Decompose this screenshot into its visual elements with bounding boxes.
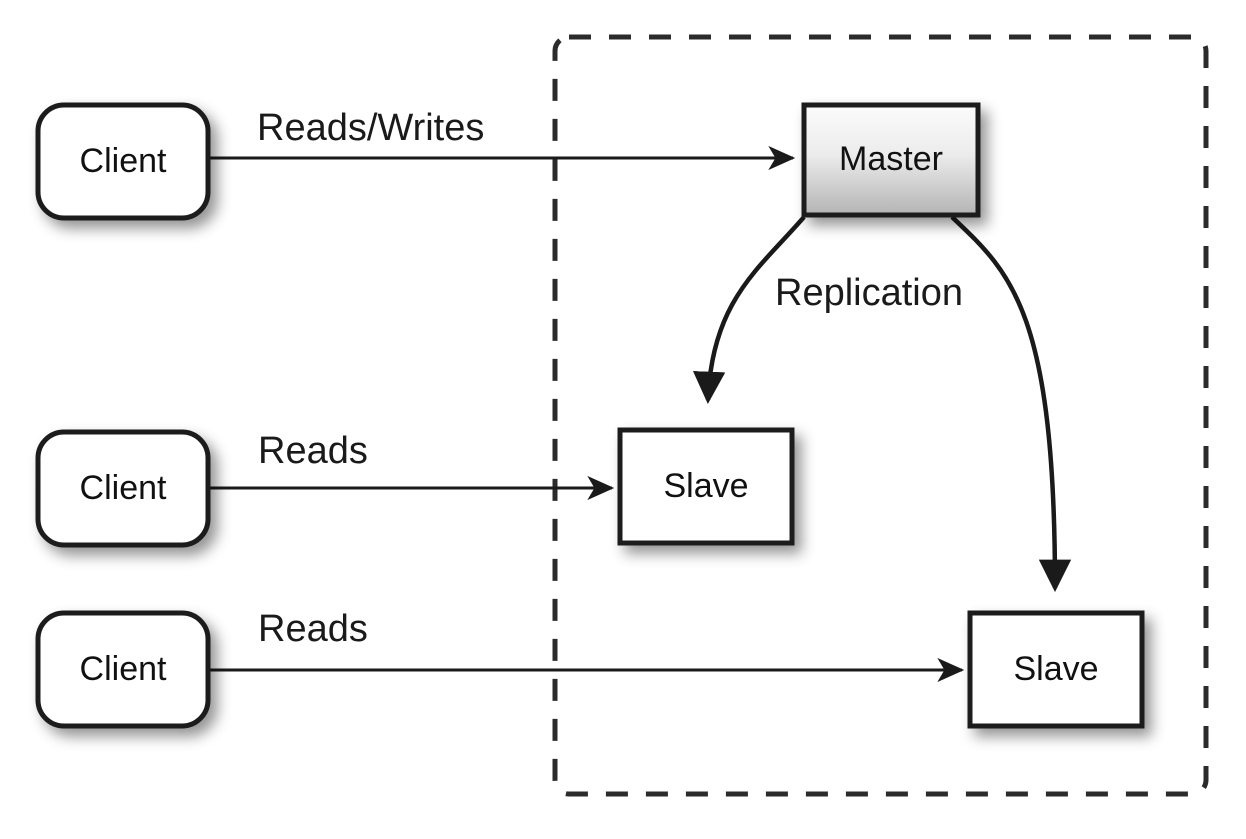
node-slave-2[interactable]: Slave	[967, 610, 1145, 729]
master-box	[801, 102, 981, 218]
slave-2-box	[967, 610, 1145, 729]
client-3-label: Client	[80, 650, 167, 688]
node-master[interactable]: Master	[801, 102, 981, 218]
client-3-box	[35, 610, 211, 729]
client-2-box	[35, 429, 211, 548]
edge-label-replication: Replication	[775, 272, 963, 314]
edge-label-reads-writes: Reads/Writes	[257, 107, 484, 149]
slave-1-label: Slave	[663, 467, 748, 505]
edge-master-to-slave1-replication	[692, 215, 806, 405]
slave-2-label: Slave	[1013, 650, 1098, 688]
edge-master-to-slave2-replication	[950, 215, 1072, 593]
node-client-3[interactable]: Client	[35, 610, 211, 729]
database-cluster-boundary	[552, 34, 1209, 797]
client-1-label: Client	[80, 142, 167, 180]
edge-label-reads-2: Reads	[258, 608, 368, 650]
master-label: Master	[839, 140, 943, 178]
client-1-box	[35, 102, 211, 221]
node-client-2[interactable]: Client	[35, 429, 211, 548]
slave-1-box	[617, 427, 795, 546]
edge-label-reads-1: Reads	[258, 430, 368, 472]
node-client-1[interactable]: Client	[35, 102, 211, 221]
node-slave-1[interactable]: Slave	[617, 427, 795, 546]
client-2-label: Client	[80, 469, 167, 507]
